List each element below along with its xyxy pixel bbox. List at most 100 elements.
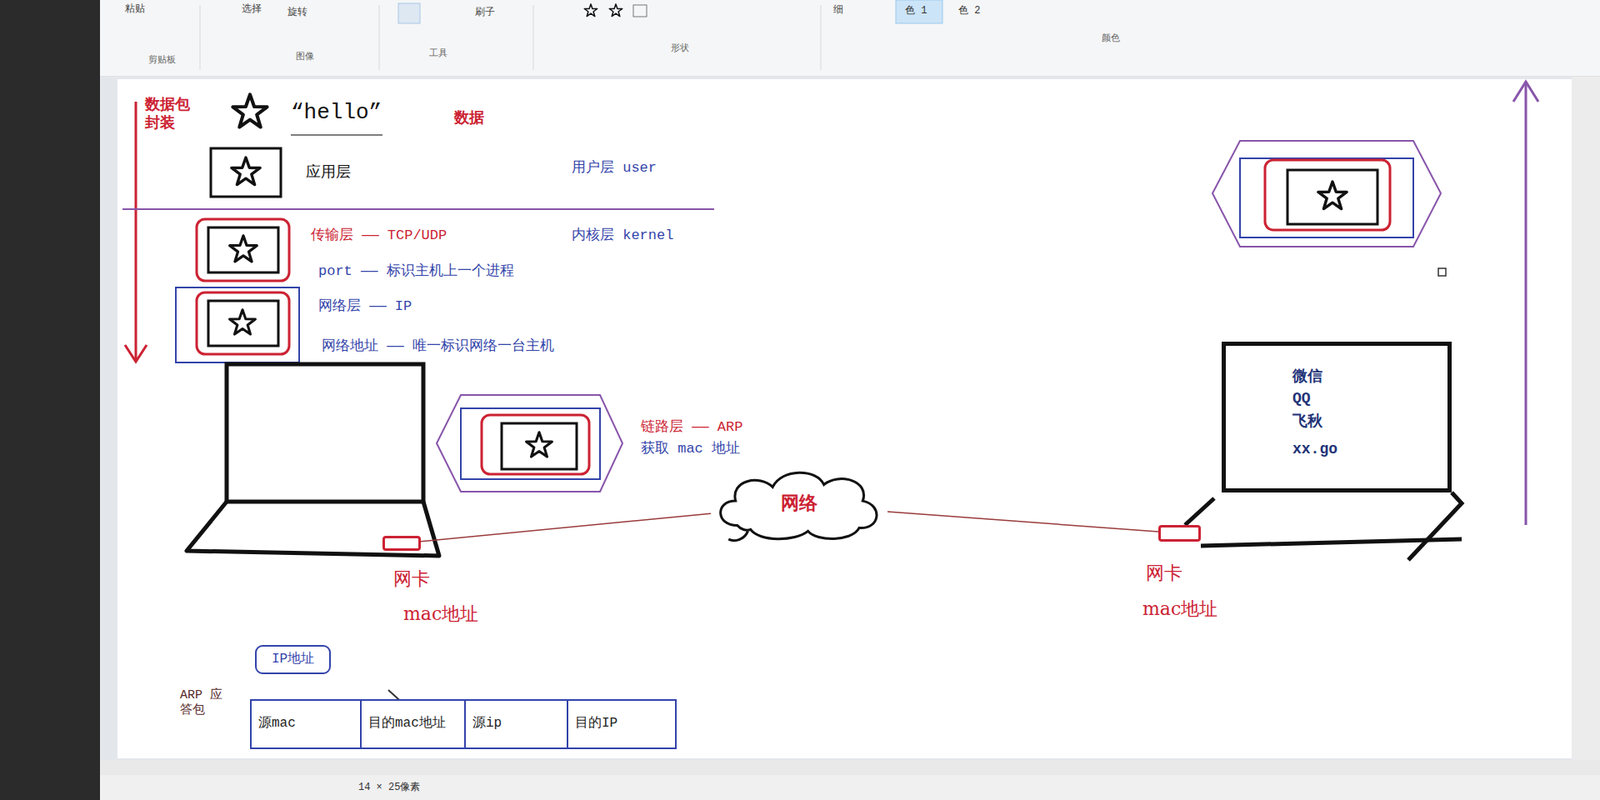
label-text: 颜色 [1101, 33, 1120, 45]
monitor-bezel [0, 0, 100, 800]
toolbar-separator [533, 5, 535, 70]
label-text: 网络层 —— IP [318, 298, 412, 315]
toolbar-separator [820, 5, 822, 70]
node-text: 网络 [780, 494, 818, 516]
app-layer-box [501, 423, 577, 470]
data-star [230, 235, 258, 262]
cloud-outline [720, 472, 877, 540]
table-cell: 源ip [464, 699, 569, 750]
ip-address-box: IP地址 [255, 645, 331, 675]
scrollbar [1571, 76, 1600, 760]
ip-header-box [460, 408, 600, 480]
node-text: mac地址 [1142, 598, 1218, 620]
label-text: 细 [833, 4, 844, 16]
network-cloud: 网络 [710, 464, 888, 546]
network-link [420, 513, 711, 542]
canvas-surround [100, 76, 1600, 760]
underline [290, 134, 383, 136]
scrollbar [100, 760, 1600, 775]
label-text: 内核层 kernel [571, 227, 674, 245]
laptop-base [1185, 498, 1215, 525]
tcp-header-box [196, 292, 290, 355]
node-text: xx.go [1292, 440, 1338, 460]
shape-icon [584, 4, 597, 17]
paint-canvas [117, 79, 1572, 759]
label-text: 14 × 25像素 [358, 781, 420, 794]
label-text: 形状 [670, 43, 690, 55]
label-text: 图像 [295, 51, 315, 63]
frame-hexagon [1212, 140, 1441, 247]
ip-header-box [175, 287, 300, 363]
data-star [230, 310, 256, 335]
cloud-tail [728, 530, 748, 540]
label-text: 色 2 [958, 5, 980, 17]
node-text: 源mac [258, 715, 296, 732]
laptop-screen [226, 364, 424, 502]
laptop-base [1408, 492, 1462, 560]
node-text: QQ [1292, 390, 1311, 409]
node-text: 源ip [472, 715, 502, 732]
node-text: 微信 [1292, 368, 1323, 387]
node-text: mac地址 [403, 603, 479, 625]
network-link [887, 511, 1159, 532]
app-layer-box [210, 148, 281, 197]
label-text: 色 1 [905, 5, 927, 17]
label-text: 链路层 —— ARP [640, 419, 743, 436]
network-card: 网卡mac地址 [1158, 525, 1201, 542]
arrow-head [125, 345, 147, 362]
shape-icon [609, 4, 622, 17]
table-cell: 源mac [250, 699, 362, 750]
toolbar-separator [200, 5, 201, 70]
laptop-screen: 微信 QQ 飞秋 xx.go [1221, 341, 1452, 493]
label-text: 用户层 user [571, 160, 657, 177]
status-bar [100, 775, 1600, 800]
table-cell: 目的IP [566, 699, 677, 750]
data-star [232, 94, 267, 127]
app-layer-box [1287, 170, 1378, 225]
node-text: 飞秋 [1292, 413, 1323, 432]
small-square [1438, 268, 1446, 276]
tcp-header-box [196, 219, 290, 281]
node-text: 目的IP [575, 715, 618, 732]
encapsulation-arrow [135, 101, 138, 360]
tool-highlight [398, 3, 420, 24]
label-text: 传输层 —— TCP/UDP [310, 227, 447, 245]
shape-icon [633, 5, 647, 17]
laptop-base [186, 501, 440, 556]
node-text: 网卡 [393, 568, 430, 590]
label-text: 数据 [454, 110, 485, 129]
app-layer-box [208, 227, 279, 273]
toolbar [100, 0, 1600, 77]
color-1-highlight [895, 0, 943, 24]
data-star [526, 432, 553, 457]
label-text: 刷子 [475, 6, 495, 19]
label-text: 剪贴板 [148, 55, 176, 66]
label-text: 数据包 封装 [145, 96, 197, 133]
label-text: 旋转 [287, 6, 308, 19]
app-layer-box [208, 300, 279, 346]
label-text: “hello” [290, 100, 382, 126]
toolbar-separator [379, 5, 380, 70]
label-text: ARP 应答包 [180, 688, 232, 719]
label-text: 粘贴 [125, 3, 145, 15]
tcp-header-box [481, 415, 590, 475]
ip-header-box [1240, 158, 1414, 238]
node-text: 目的mac地址 [368, 715, 446, 732]
label-text: 应用层 [305, 164, 351, 183]
label-text: 获取 mac 地址 [640, 440, 740, 458]
label-text: 网络地址 —— 唯一标识网络一台主机 [321, 338, 555, 355]
table-cell: 目的mac地址 [360, 699, 466, 750]
label-text: port —— 标识主机上一个进程 [318, 263, 515, 280]
decapsulation-arrow [1525, 81, 1528, 525]
node-text: 网卡 [1145, 562, 1183, 585]
frame-hexagon [436, 395, 623, 492]
arrow-head [1513, 81, 1539, 102]
data-star [231, 157, 260, 185]
tcp-header-box [1265, 160, 1390, 230]
label-text: 选择 [241, 3, 262, 15]
label-text: 工具 [429, 48, 448, 60]
network-card: 网卡mac地址 [382, 535, 421, 551]
node-text: IP地址 [271, 651, 315, 668]
